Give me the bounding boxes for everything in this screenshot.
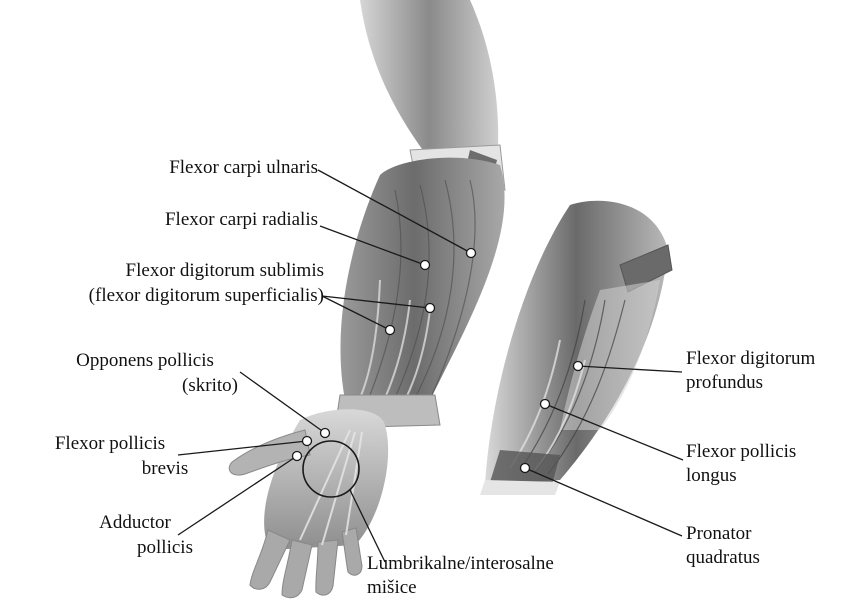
label-fdp-1: Flexor digitorum: [686, 347, 815, 370]
marker-adductor: [293, 452, 302, 461]
upper-arm: [360, 0, 498, 160]
label-opponens-pollicis: Opponens pollicis: [40, 349, 250, 372]
marker-fds-a: [426, 304, 435, 313]
marker-flexor-carpi-radialis: [421, 261, 430, 270]
label-pronator-1: Pronator: [686, 522, 751, 545]
marker-fds-b: [386, 326, 395, 335]
marker-pronator: [521, 464, 530, 473]
label-lumbrical-1: Lumbrikalne/interosalne: [367, 552, 554, 575]
marker-flexor-pollicis-brevis: [303, 437, 312, 446]
marker-opponens: [321, 429, 330, 438]
label-fpl-1: Flexor pollicis: [686, 440, 796, 463]
label-opponens-hidden: (skrito): [150, 374, 270, 397]
right-arm: [480, 201, 672, 495]
label-lumbrical-2: mišice: [367, 576, 417, 599]
label-flexor-pollicis-brevis-2: brevis: [110, 457, 220, 480]
label-adductor-pollicis-2: pollicis: [100, 536, 230, 559]
finger-ring: [316, 540, 338, 595]
label-fdp-2: profundus: [686, 371, 763, 394]
marker-flexor-carpi-ulnaris: [467, 249, 476, 258]
label-pronator-2: quadratus: [686, 546, 760, 569]
label-flexor-digitorum-sublimis: Flexor digitorum sublimis: [126, 259, 324, 282]
marker-fpl: [541, 400, 550, 409]
leader-pronator: [525, 468, 682, 536]
label-fpl-2: longus: [686, 464, 737, 487]
label-adductor-pollicis-1: Adductor: [60, 511, 210, 534]
marker-fdp: [574, 362, 583, 371]
label-flexor-carpi-ulnaris: Flexor carpi ulnaris: [169, 156, 318, 179]
label-flexor-carpi-radialis: Flexor carpi radialis: [165, 208, 318, 231]
label-flexor-pollicis-brevis-1: Flexor pollicis: [25, 432, 195, 455]
label-flexor-digitorum-superficialis: (flexor digitorum superficialis): [89, 284, 324, 307]
